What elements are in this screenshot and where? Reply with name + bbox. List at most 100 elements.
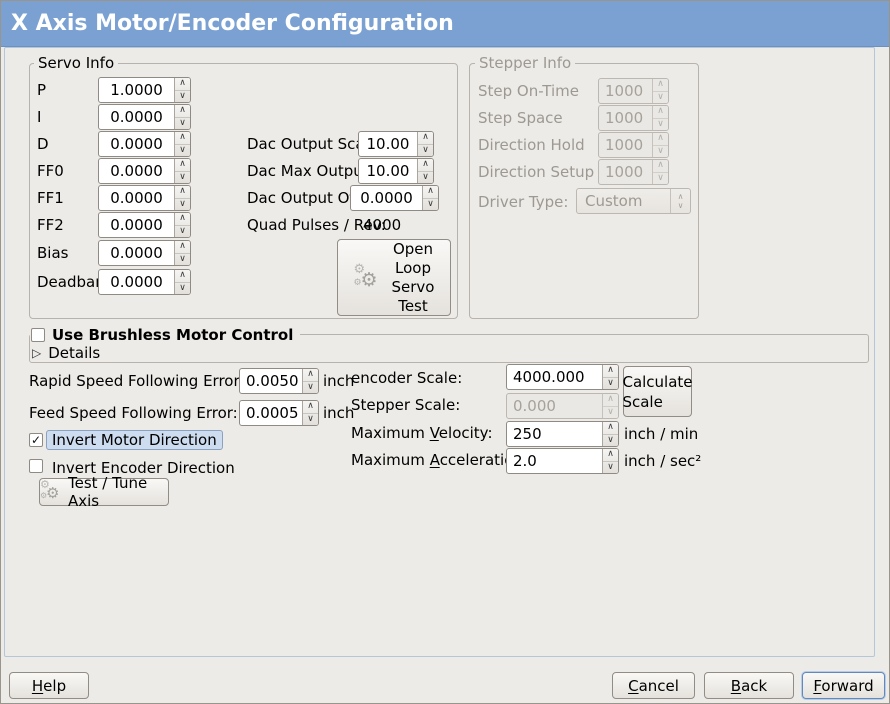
servo-i-spinbox[interactable]: 0.0000∧∨: [98, 104, 191, 130]
dac-max-output-spinbox[interactable]: 10.00∧∨: [358, 158, 434, 184]
spin-buttons[interactable]: ∧∨: [652, 160, 668, 184]
spin-down-icon[interactable]: ∨: [657, 91, 664, 102]
spin-buttons[interactable]: ∧∨: [652, 106, 668, 130]
spin-down-icon[interactable]: ∨: [179, 253, 186, 264]
dac-output-scale-spinbox[interactable]: 10.00∧∨: [358, 131, 434, 157]
spin-down-icon[interactable]: ∨: [179, 282, 186, 293]
max-velocity-unit: inch / min: [624, 425, 699, 443]
spin-up-icon[interactable]: ∧: [175, 159, 190, 172]
spin-down-icon[interactable]: ∨: [179, 144, 186, 155]
spin-buttons[interactable]: ∧∨: [174, 270, 190, 294]
spin-buttons[interactable]: ∧∨: [174, 78, 190, 102]
spin-buttons[interactable]: ∧∨: [302, 369, 318, 393]
spin-buttons[interactable]: ∧∨: [174, 132, 190, 156]
spin-buttons[interactable]: ∧∨: [417, 132, 433, 156]
invert-encoder-label[interactable]: Invert Encoder Direction: [52, 459, 235, 477]
spin-up-icon[interactable]: ∧: [175, 241, 190, 254]
spin-down-icon[interactable]: ∨: [422, 144, 429, 155]
spin-down-icon[interactable]: ∨: [179, 171, 186, 182]
invert-motor-label[interactable]: Invert Motor Direction: [46, 430, 223, 450]
servo-d-spinbox[interactable]: 0.0000∧∨: [98, 131, 191, 157]
spin-down-icon[interactable]: ∨: [179, 117, 186, 128]
spin-up-icon[interactable]: ∧: [175, 132, 190, 145]
invert-motor-checkbox[interactable]: ✓: [29, 433, 43, 447]
calculate-scale-button[interactable]: Calculate Scale: [622, 366, 693, 417]
spin-buttons[interactable]: ∧∨: [417, 159, 433, 183]
spin-buttons[interactable]: ∧∨: [652, 133, 668, 157]
spin-up-icon[interactable]: ∧: [303, 369, 318, 382]
spin-value: 0.0000: [110, 216, 163, 234]
spin-down-icon[interactable]: ∨: [607, 406, 614, 417]
spin-up-icon[interactable]: ∧: [303, 401, 318, 414]
feed-error-unit: inch: [323, 404, 355, 422]
spin-buttons[interactable]: ∧∨: [174, 241, 190, 265]
spin-buttons[interactable]: ∧∨: [174, 159, 190, 183]
spin-down-icon[interactable]: ∨: [427, 198, 434, 209]
spin-down-icon[interactable]: ∨: [607, 434, 614, 445]
spin-up-icon[interactable]: ∧: [603, 422, 618, 435]
open-loop-servo-test-button[interactable]: ⚙ ⚙ ⚙ Open Loop Servo Test: [337, 239, 451, 316]
spin-up-icon[interactable]: ∧: [603, 365, 618, 378]
spin-buttons[interactable]: ∧∨: [652, 79, 668, 103]
spin-up-icon[interactable]: ∧: [175, 186, 190, 199]
spin-down-icon[interactable]: ∨: [657, 118, 664, 129]
rapid-error-spinbox[interactable]: 0.0050∧∨: [239, 368, 319, 394]
spin-buttons[interactable]: ∧∨: [602, 449, 618, 473]
spin-down-icon[interactable]: ∨: [179, 198, 186, 209]
encoder-scale-spinbox[interactable]: 4000.000∧∨: [506, 364, 619, 390]
servo-ff0-spinbox[interactable]: 0.0000∧∨: [98, 158, 191, 184]
spin-up-icon[interactable]: ∧: [175, 78, 190, 91]
spin-buttons[interactable]: ∧∨: [174, 105, 190, 129]
spin-up-icon[interactable]: ∧: [603, 394, 618, 407]
test-tune-axis-button[interactable]: ⚙ ⚙ ⚙ Test / Tune Axis: [39, 474, 169, 510]
spin-buttons[interactable]: ∧∨: [602, 365, 618, 389]
servo-bias-spinbox[interactable]: 0.0000∧∨: [98, 240, 191, 266]
spin-up-icon[interactable]: ∧: [175, 270, 190, 283]
max-acceleration-spinbox[interactable]: 2.0∧∨: [506, 448, 619, 474]
spin-up-icon[interactable]: ∧: [653, 133, 668, 146]
spin-up-icon[interactable]: ∧: [653, 106, 668, 119]
spin-up-icon[interactable]: ∧: [175, 105, 190, 118]
spin-buttons[interactable]: ∧∨: [602, 394, 618, 418]
max-velocity-spinbox[interactable]: 250∧∨: [506, 421, 619, 447]
spin-up-icon[interactable]: ∧: [653, 79, 668, 92]
spin-buttons[interactable]: ∧∨: [602, 422, 618, 446]
encoder-scale-label: encoder Scale:: [351, 369, 463, 387]
spin-down-icon[interactable]: ∨: [657, 145, 664, 156]
brushless-checkbox[interactable]: [31, 328, 45, 342]
back-button[interactable]: Back: [704, 672, 794, 699]
spin-up-icon[interactable]: ∧: [175, 213, 190, 226]
invert-encoder-checkbox[interactable]: [29, 459, 43, 473]
cancel-button[interactable]: Cancel: [612, 672, 695, 699]
spin-buttons[interactable]: ∧∨: [174, 186, 190, 210]
spin-value: 1000: [605, 136, 644, 154]
spin-up-icon[interactable]: ∧: [603, 449, 618, 462]
spin-down-icon[interactable]: ∨: [607, 461, 614, 472]
spin-down-icon[interactable]: ∨: [607, 377, 614, 388]
spin-down-icon[interactable]: ∨: [422, 171, 429, 182]
spin-down-icon[interactable]: ∨: [179, 90, 186, 101]
details-expander[interactable]: ▷ Details: [32, 344, 100, 362]
servo-p-label: P: [37, 81, 47, 99]
servo-p-spinbox[interactable]: 1.0000∧∨: [98, 77, 191, 103]
spin-up-icon[interactable]: ∧: [653, 160, 668, 173]
spin-up-icon[interactable]: ∧: [418, 159, 433, 172]
spin-up-icon[interactable]: ∧: [423, 186, 438, 199]
spin-up-icon[interactable]: ∧: [418, 132, 433, 145]
help-button[interactable]: Help: [9, 672, 89, 699]
brushless-checkbox-label: Use Brushless Motor Control: [52, 326, 294, 344]
servo-ff2-spinbox[interactable]: 0.0000 ∧∨: [98, 212, 191, 238]
spin-down-icon[interactable]: ∨: [307, 381, 314, 392]
spin-down-icon[interactable]: ∨: [307, 413, 314, 424]
servo-deadband-spinbox[interactable]: 0.0000∧∨: [98, 269, 191, 295]
spin-buttons[interactable]: ∧∨: [422, 186, 438, 210]
spin-down-icon[interactable]: ∨: [657, 172, 664, 183]
feed-error-spinbox[interactable]: 0.0005∧∨: [239, 400, 319, 426]
servo-ff1-spinbox[interactable]: 0.0000∧∨: [98, 185, 191, 211]
brushless-checkbox-row[interactable]: Use Brushless Motor Control: [30, 326, 301, 344]
spin-buttons[interactable]: ∧∨: [302, 401, 318, 425]
dac-output-offset-spinbox[interactable]: 0.0000∧∨: [350, 185, 439, 211]
spin-down-icon[interactable]: ∨: [179, 225, 186, 236]
spin-buttons[interactable]: ∧∨: [174, 213, 190, 237]
forward-button[interactable]: Forward: [802, 672, 885, 699]
